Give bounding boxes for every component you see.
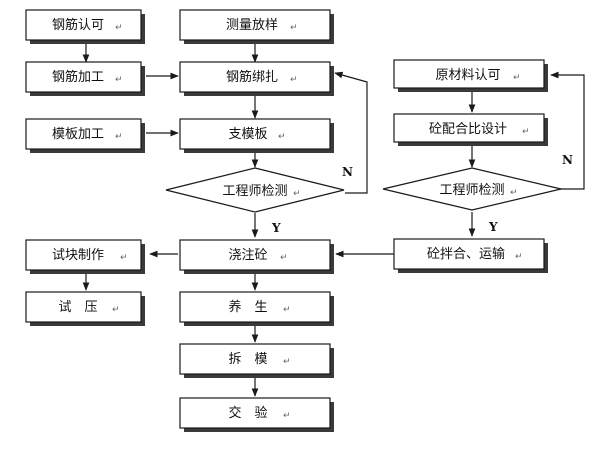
- node-rebar-processing: 钢筋加工 ↵: [25, 61, 145, 96]
- node-mix-design-label: 砼配合比设计: [429, 122, 507, 137]
- node-engineer-check-left-label: 工程师检测: [222, 184, 287, 199]
- node-survey-layout-label: 测量放样: [226, 18, 278, 33]
- label-yes-left: Y: [271, 221, 281, 235]
- svg-text:↵: ↵: [522, 127, 530, 137]
- node-curing: 养 生 ↵: [179, 291, 334, 326]
- node-remove-formwork-label: 拆 模: [228, 352, 267, 367]
- svg-text:↵: ↵: [115, 23, 123, 33]
- node-mix-transport: 砼拌合、运输 ↵: [393, 238, 548, 273]
- node-engineer-check-left: 工程师检测 ↵: [165, 167, 345, 213]
- svg-text:↵: ↵: [510, 188, 518, 198]
- svg-text:↵: ↵: [120, 253, 128, 263]
- svg-text:↵: ↵: [115, 75, 123, 85]
- node-test-block: 试块制作 ↵: [25, 239, 145, 274]
- arrow-check-no-loop-left: [334, 71, 368, 194]
- node-compression-test-label: 试 压: [58, 300, 97, 315]
- node-rebar-binding: 钢筋绑扎 ↵: [179, 61, 334, 96]
- node-survey-layout: 测量放样 ↵: [179, 9, 334, 44]
- node-material-approval-label: 原材料认可: [435, 68, 500, 83]
- node-erect-formwork-label: 支模板: [228, 127, 267, 142]
- svg-text:↵: ↵: [115, 132, 123, 142]
- node-engineer-check-right: 工程师检测 ↵: [382, 167, 562, 211]
- node-material-approval: 原材料认可 ↵: [393, 59, 548, 92]
- svg-text:↵: ↵: [283, 305, 291, 315]
- svg-text:↵: ↵: [283, 411, 291, 421]
- svg-text:↵: ↵: [283, 357, 291, 367]
- svg-text:↵: ↵: [515, 252, 523, 262]
- node-remove-formwork: 拆 模 ↵: [179, 343, 334, 378]
- node-pour-concrete: 浇注砼 ↵: [179, 239, 334, 274]
- node-rebar-approval: 钢筋认可 ↵: [25, 9, 145, 44]
- node-pour-concrete-label: 浇注砼: [228, 248, 267, 263]
- node-formwork-processing-label: 模板加工: [52, 127, 104, 142]
- label-yes-right: Y: [488, 220, 498, 234]
- node-handover-label: 交 验: [228, 405, 267, 421]
- connectors: [82, 43, 585, 397]
- svg-text:↵: ↵: [513, 73, 521, 83]
- node-erect-formwork: 支模板 ↵: [179, 118, 334, 153]
- svg-text:↵: ↵: [280, 253, 288, 263]
- node-rebar-processing-label: 钢筋加工: [52, 69, 104, 85]
- svg-text:↵: ↵: [290, 23, 298, 33]
- node-compression-test: 试 压 ↵: [25, 291, 145, 326]
- node-handover: 交 验 ↵: [179, 397, 334, 432]
- node-rebar-binding-label: 钢筋绑扎: [226, 69, 278, 85]
- svg-text:↵: ↵: [112, 305, 120, 315]
- arrow-check-no-loop-right: [550, 71, 585, 190]
- svg-text:↵: ↵: [278, 132, 286, 142]
- node-engineer-check-right-label: 工程师检测: [439, 183, 504, 198]
- label-no-right: N: [562, 153, 573, 167]
- node-mix-transport-label: 砼拌合、运输: [427, 246, 505, 262]
- node-rebar-approval-label: 钢筋认可: [52, 17, 104, 33]
- svg-text:↵: ↵: [293, 189, 301, 199]
- node-formwork-processing: 模板加工 ↵: [25, 118, 145, 153]
- node-mix-design: 砼配合比设计 ↵: [393, 113, 548, 146]
- node-curing-label: 养 生: [228, 299, 267, 315]
- svg-text:↵: ↵: [290, 75, 298, 85]
- label-no-left: N: [342, 165, 353, 179]
- node-test-block-label: 试块制作: [52, 248, 104, 263]
